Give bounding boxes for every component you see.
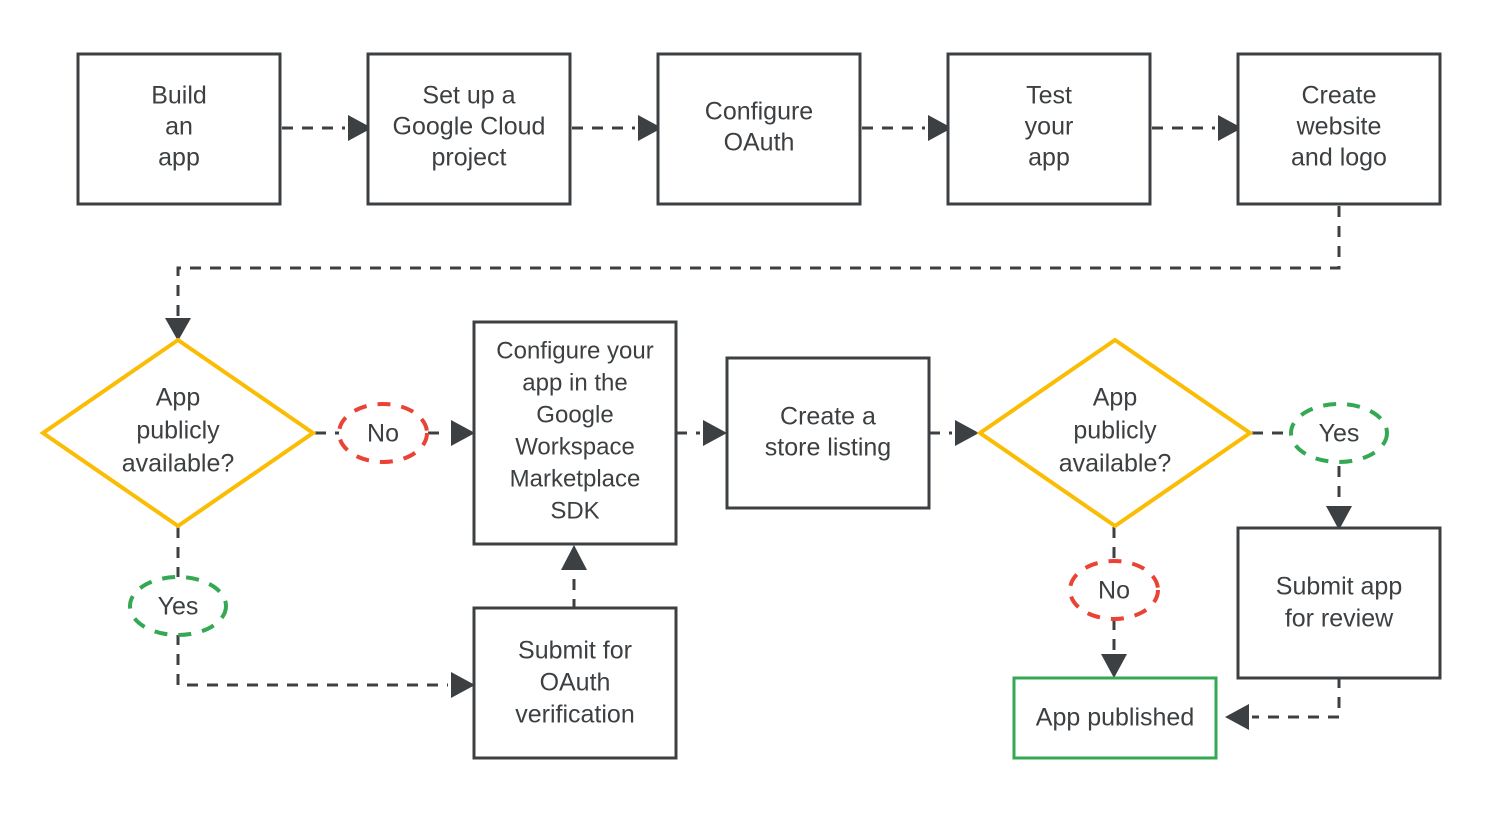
edge-configure-sdk-to-store-listing [676,420,727,446]
node-oauth-verification-line-2: OAuth [540,669,611,697]
node-configure-oauth-line-2: OAuth [724,129,795,157]
node-gcp-project-line-3: project [431,144,506,172]
node-configure-sdk-line-5: Marketplace [510,465,641,492]
node-decision-one-line-2: publicly [136,417,220,445]
node-website-logo-line-1: Create [1301,82,1376,110]
node-configure-sdk-line-2: app in the [522,369,627,396]
edge-decision-one-yes-to-oauth-verification [176,527,475,698]
edge-website-logo-to-decision-one [165,206,1341,341]
edge-label-decision-two-yes: Yes [1289,402,1389,464]
edge-label-decision-two-yes-text: Yes [1319,420,1360,448]
edge-configure-oauth-to-test-app [862,115,952,141]
node-store-listing[interactable]: Create a store listing [725,356,931,510]
edge-store-listing-to-decision-two [929,420,979,446]
node-configure-sdk-line-6: SDK [550,497,599,524]
node-website-logo-line-2: website [1296,113,1382,141]
edge-label-decision-one-no: No [337,402,429,464]
node-oauth-verification[interactable]: Submit for OAuth verification [472,606,678,760]
edge-label-decision-two-no: No [1068,559,1160,621]
node-oauth-verification-line-3: verification [515,701,635,729]
node-submit-review[interactable]: Submit app for review [1236,526,1442,680]
edge-submit-review-to-app-published [1225,677,1341,730]
node-decision-two-line-3: available? [1059,450,1172,478]
node-decision-two[interactable]: App publicly available? [976,337,1254,529]
edge-decision-one-no-to-configure-sdk [315,420,475,446]
edge-decision-two-yes-to-submit-review [1252,431,1352,530]
node-build-app-line-3: app [158,144,200,172]
edge-label-decision-one-yes-text: Yes [158,593,199,621]
node-app-published[interactable]: App published [1012,676,1218,760]
node-configure-sdk[interactable]: Configure your app in the Google Workspa… [472,320,678,546]
node-test-app-line-2: your [1025,113,1074,141]
node-configure-sdk-line-3: Google [536,401,613,428]
edge-gcp-project-to-configure-oauth [572,115,662,141]
edge-label-decision-two-no-text: No [1098,577,1130,605]
node-test-app[interactable]: Test your app [946,52,1152,206]
edge-label-decision-one-no-text: No [367,420,399,448]
edge-label-decision-one-yes: Yes [128,575,228,637]
node-build-app-line-2: an [165,113,193,141]
edge-test-app-to-website-logo [1152,115,1242,141]
node-decision-one-line-3: available? [122,450,235,478]
node-decision-two-line-1: App [1093,384,1137,412]
node-gcp-project-line-2: Google Cloud [393,113,546,141]
node-configure-oauth[interactable]: Configure OAuth [656,52,862,206]
node-test-app-line-3: app [1028,144,1070,172]
edge-build-app-to-gcp-project [282,115,372,141]
node-decision-one-line-1: App [156,384,200,412]
node-configure-sdk-line-4: Workspace [515,433,635,460]
node-store-listing-line-1: Create a [780,403,876,431]
node-build-app[interactable]: Build an app [76,52,282,206]
edge-decision-two-no-to-app-published [1101,527,1127,678]
node-submit-review-line-2: for review [1285,605,1394,633]
node-store-listing-line-2: store listing [765,434,891,462]
node-gcp-project-line-1: Set up a [422,82,515,110]
node-decision-one[interactable]: App publicly available? [39,337,317,529]
node-build-app-line-1: Build [151,82,207,110]
node-website-logo-line-3: and logo [1291,144,1387,172]
node-configure-oauth-line-1: Configure [705,98,813,126]
node-submit-review-line-1: Submit app [1276,573,1402,601]
node-oauth-verification-line-1: Submit for [518,637,632,665]
node-website-logo[interactable]: Create website and logo [1236,52,1442,206]
node-gcp-project[interactable]: Set up a Google Cloud project [366,52,572,206]
node-app-published-label: App published [1036,704,1194,732]
node-decision-two-line-2: publicly [1073,417,1157,445]
node-test-app-line-1: Test [1026,82,1072,110]
node-configure-sdk-line-1: Configure your [496,337,653,364]
